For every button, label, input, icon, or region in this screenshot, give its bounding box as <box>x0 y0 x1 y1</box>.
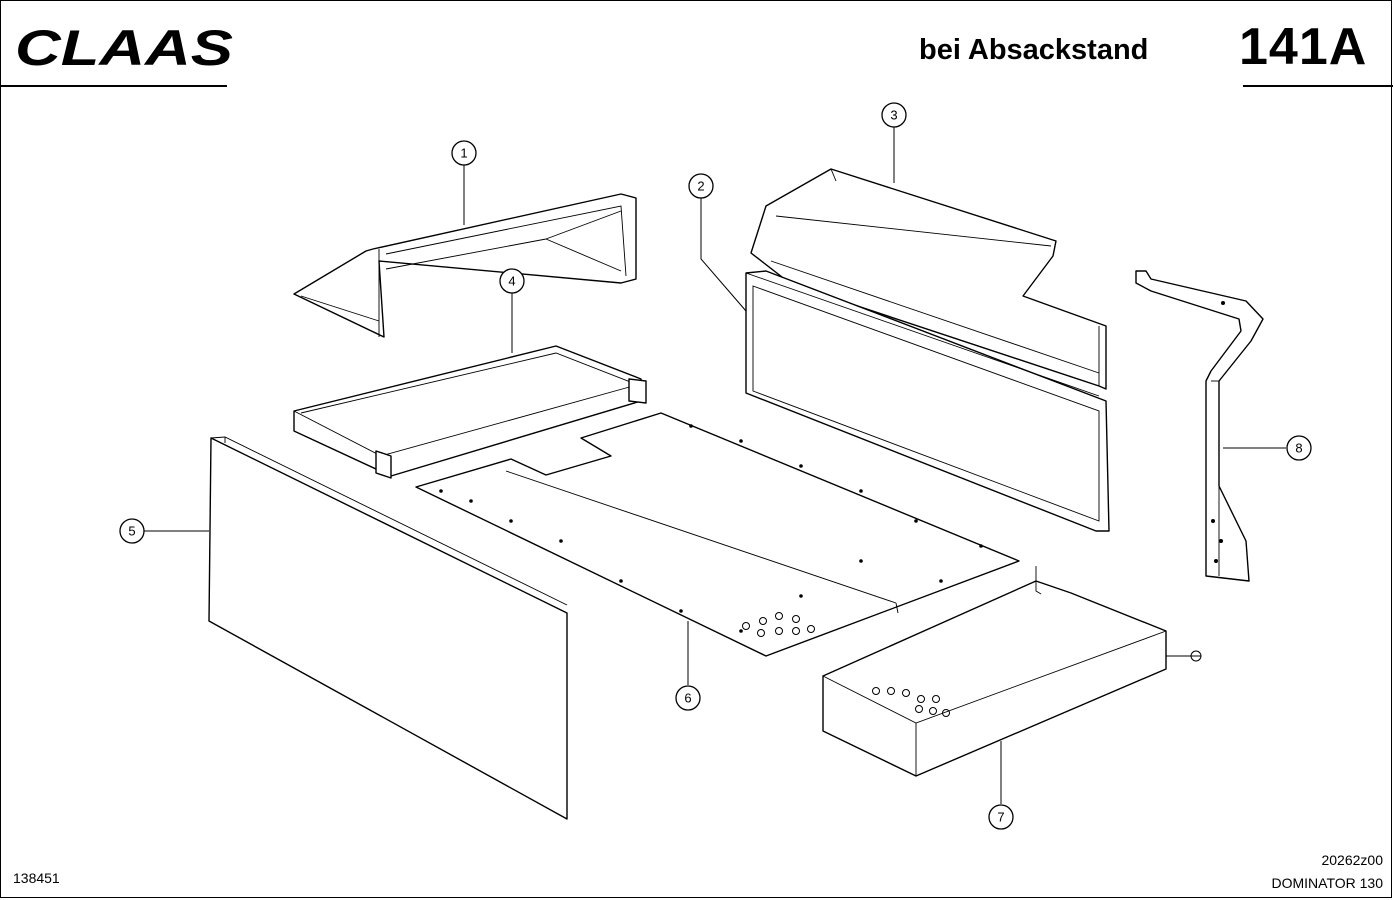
part-5-side-panel <box>208 436 568 820</box>
callout-1: 1 <box>451 140 477 166</box>
part-3-top-cover <box>750 168 1107 390</box>
callout-leaders <box>144 127 1286 804</box>
rivet-hole <box>509 519 513 523</box>
callout-2-label: 2 <box>697 179 704 194</box>
part-2-rear-panel <box>745 270 1110 532</box>
bolt-hole-ring <box>792 627 800 635</box>
bolt-hole-ring <box>759 617 767 625</box>
callout-5-label: 5 <box>128 524 135 539</box>
rivet-hole <box>739 629 743 633</box>
bolt-hole-ring <box>807 625 815 633</box>
rivet-hole <box>939 579 943 583</box>
rivet-hole <box>859 489 863 493</box>
part-8-bent-bracket <box>1135 270 1264 582</box>
footer-model: DOMINATOR 130 <box>1271 875 1383 891</box>
part-7-box <box>822 566 1202 777</box>
callout-4-label: 4 <box>508 274 515 289</box>
rivet-hole <box>689 424 693 428</box>
page-number: 141A <box>1239 18 1368 76</box>
bolt-hole-ring <box>917 695 925 703</box>
callout-5: 5 <box>119 518 145 544</box>
callout-6-label: 6 <box>684 691 691 706</box>
claas-logo-mark: CLAAS <box>15 20 233 76</box>
rivet-hole <box>799 464 803 468</box>
claas-logo: CLAAS <box>13 20 238 76</box>
bolt-hole-ring <box>792 615 800 623</box>
callout-6: 6 <box>675 685 701 711</box>
bolt-hole-ring <box>775 627 783 635</box>
bolt-hole-ring <box>902 689 910 697</box>
header-rule-left <box>1 85 227 87</box>
bolt-hole-ring <box>932 695 940 703</box>
bolt-hole-ring <box>775 612 783 620</box>
brand-lettering: CLAAS <box>15 23 233 71</box>
footer-drawing-number: 20262z00 <box>1321 852 1383 868</box>
rivet-hole <box>619 579 623 583</box>
bolt-hole-ring <box>757 629 765 637</box>
callout-7: 7 <box>988 804 1014 830</box>
footer-left-code: 138451 <box>13 870 60 886</box>
part-1-hopper-frame <box>293 193 637 338</box>
rivet-hole <box>739 439 743 443</box>
rivet-hole <box>859 559 863 563</box>
callout-8: 8 <box>1286 435 1312 461</box>
callout-2: 2 <box>688 173 714 199</box>
part-6-floor-plate <box>415 412 1020 657</box>
part-4-tray <box>293 345 647 479</box>
bolt-hole-ring <box>872 687 880 695</box>
callout-1-label: 1 <box>460 146 467 161</box>
bolt-hole-ring <box>929 707 937 715</box>
bolt-hole-ring <box>887 687 895 695</box>
bolt-hole-ring <box>742 622 750 630</box>
rivet-hole <box>439 489 443 493</box>
callout-3-label: 3 <box>890 108 897 123</box>
page-subtitle: bei Absackstand <box>919 34 1149 66</box>
callout-7-label: 7 <box>997 810 1004 825</box>
callout-3: 3 <box>881 102 907 128</box>
rivet-hole <box>559 539 563 543</box>
callout-4: 4 <box>499 268 525 294</box>
rivet-hole <box>979 544 983 548</box>
bolt-hole-ring <box>915 705 923 713</box>
rivet-hole <box>799 594 803 598</box>
callout-8-label: 8 <box>1295 441 1302 456</box>
rivet-hole <box>914 519 918 523</box>
bolt-hole-ring <box>942 709 950 717</box>
rivet-hole <box>469 499 473 503</box>
rivet-hole <box>679 609 683 613</box>
header-rule-right <box>1243 85 1393 87</box>
